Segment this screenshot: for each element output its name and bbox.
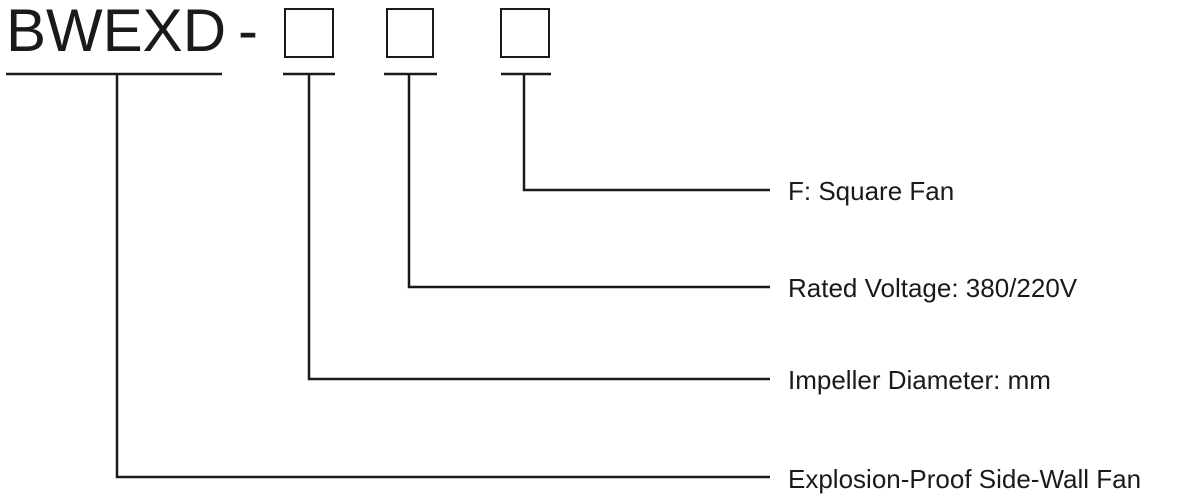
model-separator: - <box>238 0 258 64</box>
code-box-fan-type <box>500 8 550 58</box>
leader-line-fan-type <box>522 74 770 192</box>
leader-line-voltage <box>407 74 770 289</box>
code-box-diameter <box>284 8 334 58</box>
code-box-voltage <box>386 8 434 58</box>
label-voltage: Rated Voltage: 380/220V <box>788 273 1078 303</box>
model-prefix: BWEXD <box>6 0 226 64</box>
leader-line-diameter <box>307 74 770 381</box>
label-diameter: Impeller Diameter: mm <box>788 365 1051 395</box>
label-fan-type: F: Square Fan <box>788 176 954 206</box>
leader-line-prefix <box>115 74 770 479</box>
label-prefix: Explosion-Proof Side-Wall Fan <box>788 464 1141 494</box>
